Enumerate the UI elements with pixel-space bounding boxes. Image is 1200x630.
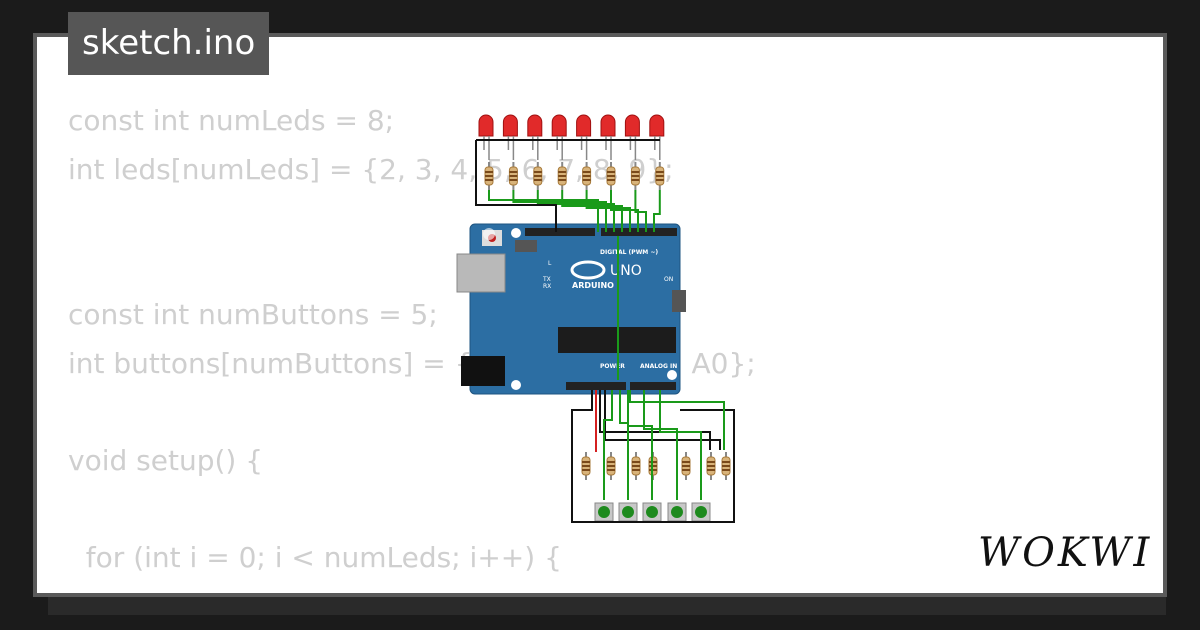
button-signal-wire [603,390,613,500]
pushbutton-cap [695,506,707,518]
led-wire [561,190,623,232]
led [649,114,665,137]
led [624,114,640,137]
circuit-parts [475,114,735,523]
file-title-tab: sketch.ino [68,12,270,75]
led [600,114,616,137]
header-power [566,382,626,390]
code-line: for (int i = 0; i < numLeds; i++) { [68,540,562,574]
led-resistor-band [582,171,591,173]
led [551,114,567,137]
button-resistor-band [607,461,615,463]
button-signal-wire [619,390,629,500]
pushbutton-cap [671,506,683,518]
button-resistor-band [722,469,730,471]
button-ground-wire-3 [604,390,721,450]
led-wire [536,190,615,232]
arduino-logo-icon [570,260,606,280]
led-resistor-band [655,179,664,181]
led-resistor-band [533,175,542,177]
led-resistor-band [485,171,493,173]
code-line: void setup() { [68,443,264,477]
led-resistor-band [558,175,567,177]
led-resistor-band [533,171,542,173]
button-resistor-band [632,461,640,463]
button-signal-wire [627,390,653,500]
led-resistor-band [509,171,518,173]
led-resistor-band [485,179,493,181]
pushbutton-cap [622,506,634,518]
button-resistor-band [707,469,715,471]
on-label: ON [664,276,673,283]
led [527,114,543,137]
led-resistor-band [558,171,567,173]
analog-label: ANALOG IN [640,363,677,370]
board-model: UNO [610,263,642,279]
wokwi-logo: WOKWI [978,530,1153,576]
led-wire [634,190,647,232]
led-resistor-band [631,179,640,181]
arduino-uno-board: ARDUINO UNO DIGITAL (PWM ~) POWER ANALOG… [456,223,686,395]
led-resistor-band [655,171,664,173]
led-resistor-band [631,175,640,177]
led-wire [653,190,661,232]
button-resistor-band [682,465,690,467]
led-resistor-band [533,179,542,181]
led-resistor-band [607,175,615,177]
button-resistor-band [607,469,615,471]
button-resistor-band [682,469,690,471]
canvas-shadow [48,597,1166,615]
board-brand: ARDUINO [572,281,614,290]
led-resistor-band [509,179,518,181]
l-label: L [548,260,552,267]
led [502,114,518,137]
button-resistor-band [582,469,590,471]
button-resistor-band [632,469,640,471]
button-signal-wire [659,390,702,500]
button-ground-wire [571,390,735,523]
code-line: pinMode(leds[i], OUTPUT); [68,582,756,593]
button-resistor-band [632,465,640,467]
code-background: const int numLeds = 8;int leds[numLeds] … [68,97,756,593]
led-resistor-band [607,171,615,173]
led-wire [488,190,599,232]
led-wire [585,190,631,232]
led-resistor-band [582,179,591,181]
led-resistor-band [485,175,493,177]
pushbutton-cap [598,506,610,518]
power-label: POWER [600,363,625,370]
header-top-left [525,228,595,236]
tx-label: TX [542,276,551,283]
usb-port [456,253,506,293]
led-resistor-band [509,175,518,177]
led-ground-wire [475,140,557,232]
button-resistor-band [707,465,715,467]
button-resistor-band [722,465,730,467]
button-resistor-band [582,461,590,463]
digital-label: DIGITAL (PWM ~) [600,249,658,256]
rx-label: RX [543,283,551,290]
led [478,114,494,137]
led [576,114,592,137]
led-resistor-band [655,175,664,177]
button-resistor-band [707,461,715,463]
power-jack [461,356,505,386]
code-line: const int numButtons = 5; [68,298,438,331]
pushbutton-cap [646,506,658,518]
button-resistor-band [722,461,730,463]
code-line: const int numLeds = 8; [68,104,395,137]
analog-wire [629,390,725,450]
led-resistor-band [558,179,567,181]
led-resistor-band [582,175,591,177]
header-analog [630,382,676,390]
led-wire [610,190,639,232]
led-wire [512,190,607,232]
led-resistor-band [607,179,615,181]
button-resistor-band [582,465,590,467]
button-resistor-band [682,461,690,463]
button-resistor-band [607,465,615,467]
led-resistor-band [631,171,640,173]
